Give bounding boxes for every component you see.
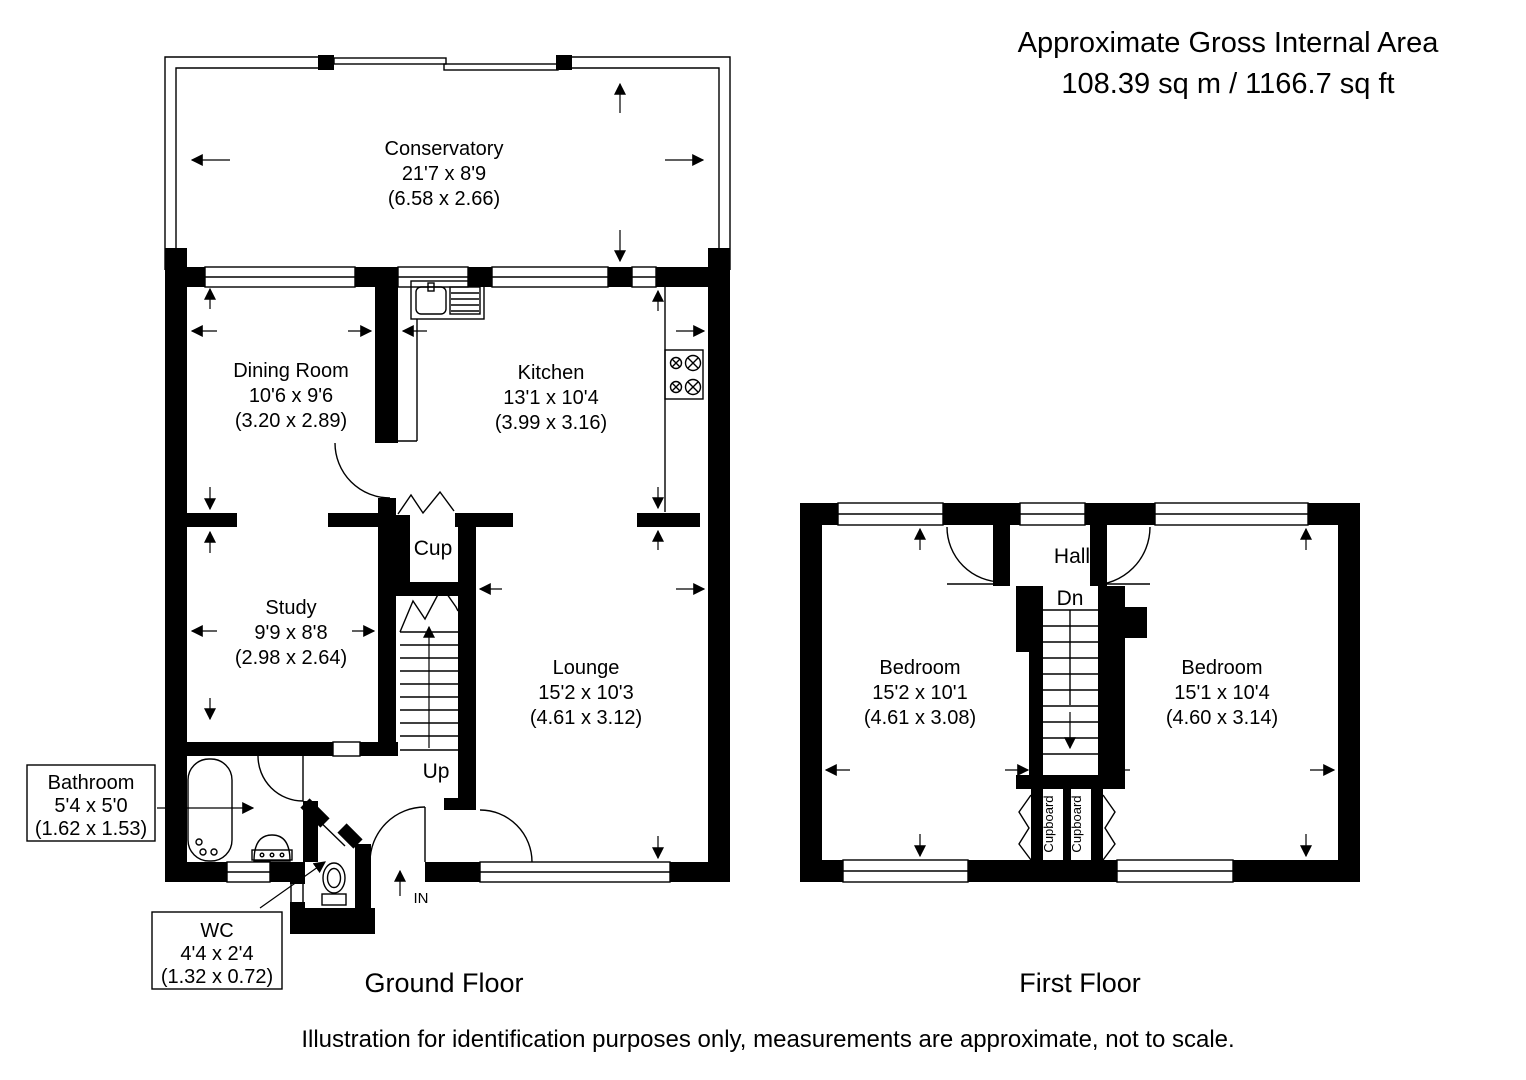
- cupboard-right-label: Cupboard: [1069, 795, 1084, 852]
- window: [837, 502, 944, 526]
- stair-break-line: [399, 585, 459, 633]
- first-floor-stairs: [1043, 609, 1098, 755]
- entrance-label: IN: [414, 890, 429, 907]
- disclaimer-text: Illustration for identification purposes…: [301, 1026, 1234, 1053]
- first-floor-room-labels: Hall Dn Bedroom 15'2 x 10'1 (4.61 x 3.08…: [864, 545, 1278, 853]
- page-subtitle: 108.39 sq m / 1166.7 sq ft: [1061, 68, 1394, 100]
- ground-floor-doors: [257, 442, 533, 863]
- first-floor-label: First Floor: [1019, 968, 1141, 998]
- wc-callout: WC 4'4 x 2'4 (1.32 x 0.72): [151, 861, 326, 990]
- lounge-dims-ft: 15'2 x 10'3: [538, 682, 634, 704]
- kitchen-name: Kitchen: [518, 362, 585, 384]
- conservatory-walls: [164, 55, 731, 270]
- lounge-name: Lounge: [553, 657, 620, 679]
- study-dims-ft: 9'9 x 8'8: [254, 622, 327, 644]
- entrance-marker: IN: [394, 869, 429, 907]
- dining-room-dims-m: (3.20 x 2.89): [235, 410, 347, 432]
- study-dims-m: (2.98 x 2.64): [235, 647, 347, 669]
- basin-icon: [251, 834, 293, 862]
- bedroom-right-name: Bedroom: [1181, 657, 1262, 679]
- wc-name: WC: [200, 920, 233, 942]
- bedroom-right-dims-ft: 15'1 x 10'4: [1174, 682, 1270, 704]
- study-name: Study: [265, 597, 316, 619]
- bathroom-door-arc: [257, 755, 304, 802]
- ground-floor-walls: [165, 267, 730, 934]
- window: [479, 861, 671, 883]
- conservatory-name: Conservatory: [385, 138, 504, 160]
- cupboard-right-bifold-door: [1102, 794, 1116, 861]
- conservatory-dims-m: (6.58 x 2.66): [388, 188, 500, 210]
- kitchen-dims-ft: 13'1 x 10'4: [503, 387, 599, 409]
- bedroom-left-name: Bedroom: [879, 657, 960, 679]
- first-floor-doors: [946, 526, 1151, 861]
- first-floor-plan: Hall Dn Bedroom 15'2 x 10'1 (4.61 x 3.08…: [800, 502, 1360, 998]
- hall-label: Hall: [1054, 545, 1090, 568]
- dimension-arrows-first: [824, 527, 1336, 858]
- cup-label: Cup: [414, 537, 453, 560]
- wc-leader-arrow: [259, 861, 326, 909]
- window: [842, 859, 969, 883]
- conservatory-dims-ft: 21'7 x 8'9: [402, 163, 486, 185]
- wc-dims-ft: 4'4 x 2'4: [180, 943, 253, 965]
- stair-treads: [1043, 609, 1098, 755]
- lounge-door-arc: [479, 809, 533, 863]
- bathroom-dims-m: (1.62 x 1.53): [35, 818, 147, 840]
- window: [1154, 502, 1309, 526]
- first-floor-windows: [837, 502, 1309, 883]
- ground-floor-windows: [204, 266, 671, 902]
- ground-floor-plan: IN Conservatory 21'7 x 8'9 (6.58 x 2.66)…: [26, 55, 731, 998]
- front-door-arc: [369, 806, 426, 863]
- cupboard-left-bifold-door: [1018, 794, 1032, 861]
- dining-room-dims-ft: 10'6 x 9'6: [249, 385, 333, 407]
- stairs-down-label: Dn: [1057, 587, 1084, 610]
- bathroom-dims-ft: 5'4 x 5'0: [54, 795, 127, 817]
- first-floor-walls: [800, 503, 1360, 882]
- window: [204, 266, 356, 288]
- wc-dims-m: (1.32 x 0.72): [161, 966, 273, 988]
- sink-icon: [410, 280, 485, 320]
- window: [491, 266, 609, 288]
- ground-floor-room-labels: Conservatory 21'7 x 8'9 (6.58 x 2.66) Di…: [233, 138, 642, 783]
- kitchen-fixtures: [398, 280, 704, 512]
- dining-room-name: Dining Room: [233, 360, 349, 382]
- kitchen-dims-m: (3.99 x 3.16): [495, 412, 607, 434]
- stairs-up-label: Up: [423, 760, 450, 783]
- dining-door-arc: [334, 442, 391, 499]
- window: [1019, 502, 1086, 526]
- window: [631, 266, 657, 288]
- window: [1116, 859, 1234, 883]
- hall-left-door-arc: [946, 526, 1003, 583]
- wc-door-leaf: [309, 811, 346, 847]
- window: [397, 266, 469, 288]
- lounge-dims-m: (4.61 x 3.12): [530, 707, 642, 729]
- window: [226, 861, 271, 883]
- bedroom-left-dims-ft: 15'2 x 10'1: [872, 682, 968, 704]
- toilet-icon: [321, 862, 347, 906]
- cupboard-left-label: Cupboard: [1041, 795, 1056, 852]
- bedroom-left-dims-m: (4.61 x 3.08): [864, 707, 976, 729]
- bathroom-callout: Bathroom 5'4 x 5'0 (1.62 x 1.53): [26, 764, 255, 842]
- bedroom-right-dims-m: (4.60 x 3.14): [1166, 707, 1278, 729]
- ground-floor-stairs: [399, 585, 459, 751]
- bathroom-fixtures: [187, 758, 347, 906]
- dimension-arrows-ground: [190, 82, 706, 860]
- window: [288, 884, 307, 902]
- cup-bifold-door: [397, 490, 455, 515]
- page-title: Approximate Gross Internal Area: [1018, 27, 1440, 59]
- header: Approximate Gross Internal Area 108.39 s…: [1018, 27, 1440, 100]
- ground-floor-label: Ground Floor: [364, 968, 523, 998]
- bathroom-name: Bathroom: [48, 772, 135, 794]
- hob-icon: [664, 349, 704, 400]
- bathtub-icon: [187, 758, 233, 862]
